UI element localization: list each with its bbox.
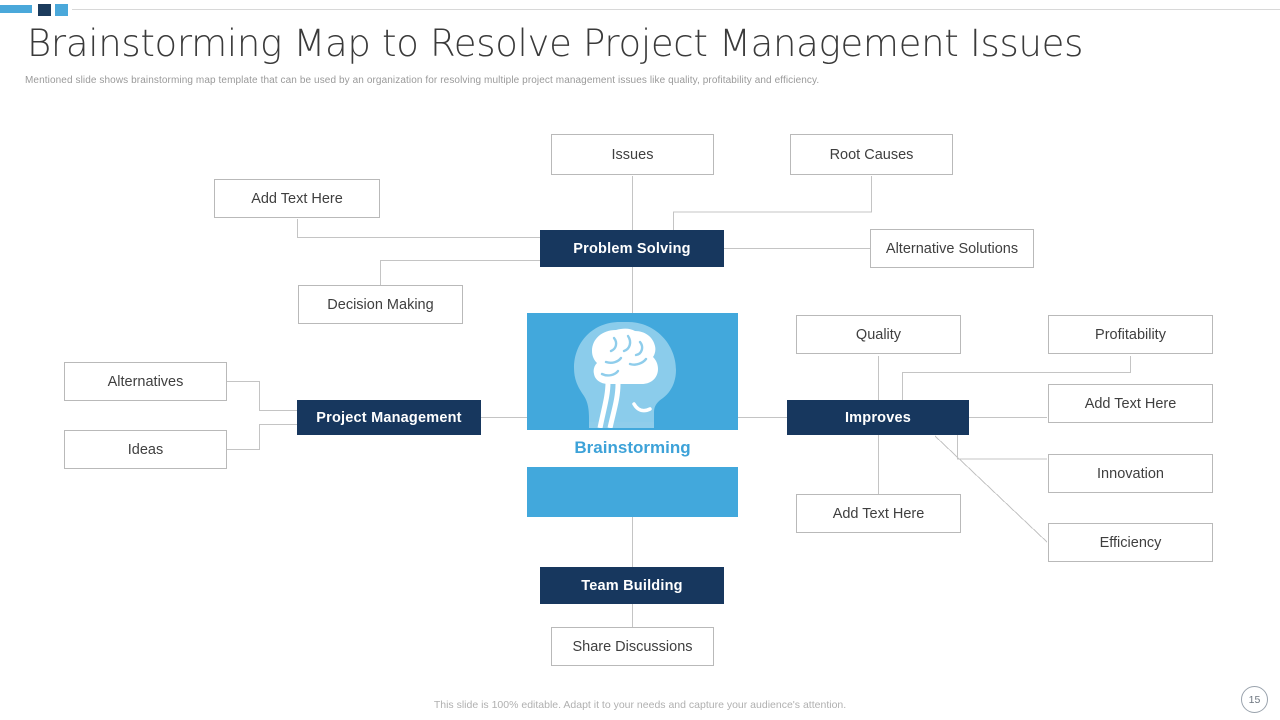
- node-innovation[interactable]: Innovation: [1048, 454, 1213, 493]
- node-project-management[interactable]: Project Management: [297, 400, 481, 435]
- page-subtitle: Mentioned slide shows brainstorming map …: [25, 75, 820, 86]
- brain-head-icon: [573, 321, 676, 428]
- node-quality[interactable]: Quality: [796, 315, 961, 354]
- node-add-text-top-left[interactable]: Add Text Here: [214, 179, 380, 218]
- node-team-building-label: Team Building: [581, 577, 683, 594]
- node-innovation-label: Innovation: [1097, 465, 1164, 482]
- node-efficiency-label: Efficiency: [1099, 534, 1162, 551]
- page-title: Brainstorming Map to Resolve Project Man…: [27, 22, 1084, 65]
- node-decision-making-label: Decision Making: [327, 296, 434, 313]
- node-problem-solving[interactable]: Problem Solving: [540, 230, 724, 267]
- node-root-causes[interactable]: Root Causes: [790, 134, 953, 175]
- node-add-text-right-label: Add Text Here: [1084, 395, 1177, 412]
- deco-bar-blue: [0, 5, 32, 13]
- deco-square-navy: [38, 4, 51, 16]
- brainstorming-accent-bar: [527, 467, 738, 517]
- node-add-text-right[interactable]: Add Text Here: [1048, 384, 1213, 423]
- node-issues[interactable]: Issues: [551, 134, 714, 175]
- brainstorming-label: Brainstorming: [574, 438, 691, 457]
- deco-rule-line: [72, 9, 1280, 10]
- node-efficiency[interactable]: Efficiency: [1048, 523, 1213, 562]
- node-add-text-top-left-label: Add Text Here: [251, 190, 343, 207]
- brainstorming-image: [527, 313, 738, 430]
- node-root-causes-label: Root Causes: [829, 146, 914, 163]
- node-problem-solving-label: Problem Solving: [573, 240, 691, 257]
- node-profitability[interactable]: Profitability: [1048, 315, 1213, 354]
- node-add-text-bottom-label: Add Text Here: [832, 505, 925, 522]
- node-project-management-label: Project Management: [316, 409, 462, 426]
- node-team-building[interactable]: Team Building: [540, 567, 724, 604]
- node-alternatives[interactable]: Alternatives: [64, 362, 227, 401]
- node-improves-label: Improves: [844, 409, 912, 426]
- node-decision-making[interactable]: Decision Making: [298, 285, 463, 324]
- node-ideas[interactable]: Ideas: [64, 430, 227, 469]
- page-number-badge: 15: [1241, 686, 1268, 713]
- node-alternatives-label: Alternatives: [107, 373, 184, 390]
- deco-square-blue: [55, 4, 68, 16]
- node-issues-label: Issues: [611, 146, 654, 163]
- node-share-discussions[interactable]: Share Discussions: [551, 627, 714, 666]
- node-add-text-bottom[interactable]: Add Text Here: [796, 494, 961, 533]
- node-improves[interactable]: Improves: [787, 400, 969, 435]
- footer-note: This slide is 100% editable. Adapt it to…: [433, 699, 847, 711]
- node-alternative-solutions-label: Alternative Solutions: [885, 240, 1019, 257]
- node-ideas-label: Ideas: [127, 441, 164, 458]
- node-alternative-solutions[interactable]: Alternative Solutions: [870, 229, 1034, 268]
- node-quality-label: Quality: [855, 326, 902, 343]
- node-profitability-label: Profitability: [1095, 326, 1166, 343]
- node-share-discussions-label: Share Discussions: [572, 638, 693, 655]
